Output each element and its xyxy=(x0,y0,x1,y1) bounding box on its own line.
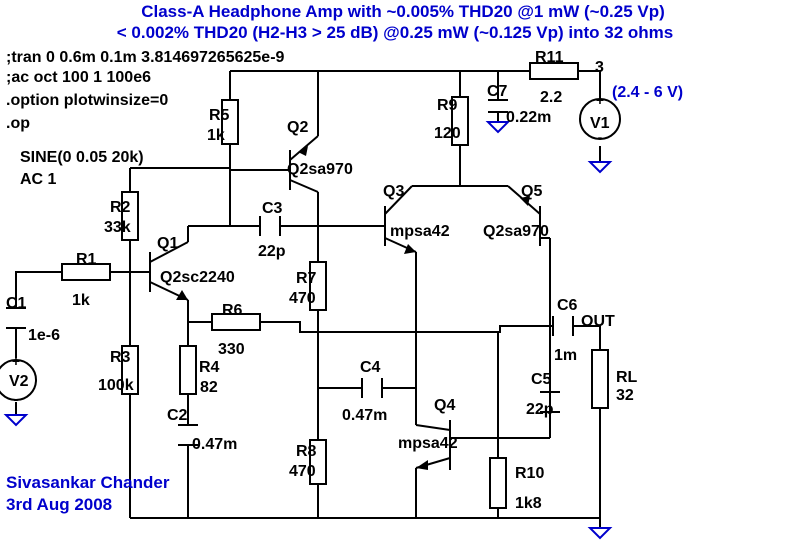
c2-name: C2 xyxy=(167,407,188,424)
v2-minus: - xyxy=(14,391,19,407)
directive-op: .op xyxy=(6,115,30,132)
r6-body xyxy=(211,313,261,331)
r1-body xyxy=(61,263,111,281)
r5-value: 1k xyxy=(207,127,225,144)
r7-value: 470 xyxy=(289,290,316,307)
c6-value: 1m xyxy=(554,347,577,364)
r10-name: R10 xyxy=(515,465,544,482)
r9-value: 120 xyxy=(434,125,461,142)
r6-value: 330 xyxy=(218,341,245,358)
r10-value: 1k8 xyxy=(515,495,542,512)
node-3-label: 3 xyxy=(595,59,604,76)
q2-name: Q2 xyxy=(287,119,308,136)
ground-icon xyxy=(587,161,613,174)
c4-name: C4 xyxy=(360,359,381,376)
author-credit: Sivasankar Chander xyxy=(6,473,170,492)
c5-value: 22p xyxy=(526,401,554,418)
directive-tran: ;tran 0 0.6m 0.1m 3.814697265625e-9 xyxy=(6,49,285,66)
q1-model: Q2sc2240 xyxy=(160,269,235,286)
c3-name: C3 xyxy=(262,200,283,217)
ac-spec: AC 1 xyxy=(20,171,57,188)
ground-symbols xyxy=(3,121,613,540)
q5-model: Q2sa970 xyxy=(483,223,549,240)
q4-name: Q4 xyxy=(434,397,455,414)
date-credit: 3rd Aug 2008 xyxy=(6,495,112,514)
ground-icon xyxy=(587,527,613,540)
v1-minus: - xyxy=(598,129,603,145)
r6-name: R6 xyxy=(222,302,243,319)
r2-value: 33k xyxy=(104,219,131,236)
r8-name: R8 xyxy=(296,443,317,460)
c5-name: C5 xyxy=(531,371,552,388)
r11-name: R11 xyxy=(535,49,564,66)
directive-ac: ;ac oct 100 1 100e6 xyxy=(6,69,151,86)
ground-icon xyxy=(485,121,511,134)
component-labels: R11 2.2 3 (2.4 - 6 V) V1 R9 120 C7 0.22m… xyxy=(6,49,683,512)
q1-name: Q1 xyxy=(157,235,178,252)
title-line-2: < 0.002% THD20 (H2-H3 > 25 dB) @0.25 mW … xyxy=(117,23,674,42)
r7-name: R7 xyxy=(296,270,317,287)
rl-value: 32 xyxy=(616,387,634,404)
r5-name: R5 xyxy=(209,107,230,124)
ground-icon xyxy=(3,414,29,427)
v1-name: V1 xyxy=(590,115,610,132)
resistors xyxy=(61,62,609,509)
r4-name: R4 xyxy=(199,359,220,376)
sine-spec: SINE(0 0.05 20k) xyxy=(20,149,144,166)
c7-name: C7 xyxy=(487,83,508,100)
r4-value: 82 xyxy=(200,379,218,396)
r8-value: 470 xyxy=(289,463,316,480)
c1-name: C1 xyxy=(6,295,27,312)
c6-name: C6 xyxy=(557,297,578,314)
supply-range-note: (2.4 - 6 V) xyxy=(612,84,683,101)
c1-value: 1e-6 xyxy=(28,327,60,344)
r5-body xyxy=(221,99,239,145)
q4-model: mpsa42 xyxy=(398,435,458,452)
r10-body xyxy=(489,457,507,509)
r8-body xyxy=(309,439,327,485)
r9-body xyxy=(451,96,469,146)
q2-model: Q2sa970 xyxy=(287,161,353,178)
rl-body xyxy=(591,349,609,409)
c7-value: 0.22m xyxy=(506,109,551,126)
directive-option: .option plotwinsize=0 xyxy=(6,92,168,109)
r11-body xyxy=(529,62,579,80)
r3-name: R3 xyxy=(110,349,131,366)
r2-name: R2 xyxy=(110,199,131,216)
r3-value: 100k xyxy=(98,377,134,394)
transistors xyxy=(149,135,550,470)
r9-name: R9 xyxy=(437,97,458,114)
r3-body xyxy=(121,345,139,395)
c4-value: 0.47m xyxy=(342,407,387,424)
r4-body xyxy=(179,345,197,395)
r1-name: R1 xyxy=(76,251,97,268)
out-label: OUT xyxy=(581,313,615,330)
capacitors xyxy=(6,99,574,446)
c3-value: 22p xyxy=(258,243,286,260)
r11-value: 2.2 xyxy=(540,89,562,106)
rl-name: RL xyxy=(616,369,638,386)
r2-body xyxy=(121,191,139,241)
v2-plus: + xyxy=(12,353,20,369)
title-line-1: Class-A Headphone Amp with ~0.005% THD20… xyxy=(141,2,665,21)
q3-name: Q3 xyxy=(383,183,404,200)
q3-model: mpsa42 xyxy=(390,223,450,240)
v1-plus: + xyxy=(596,92,604,108)
wires xyxy=(15,70,601,528)
q5-name: Q5 xyxy=(521,183,542,200)
v2-circle xyxy=(0,359,37,401)
v2-name: V2 xyxy=(9,373,29,390)
r7-body xyxy=(309,261,327,311)
r1-value: 1k xyxy=(72,292,90,309)
voltage-sources: + - + - xyxy=(0,92,621,407)
c2-value: 0.47m xyxy=(192,436,237,453)
